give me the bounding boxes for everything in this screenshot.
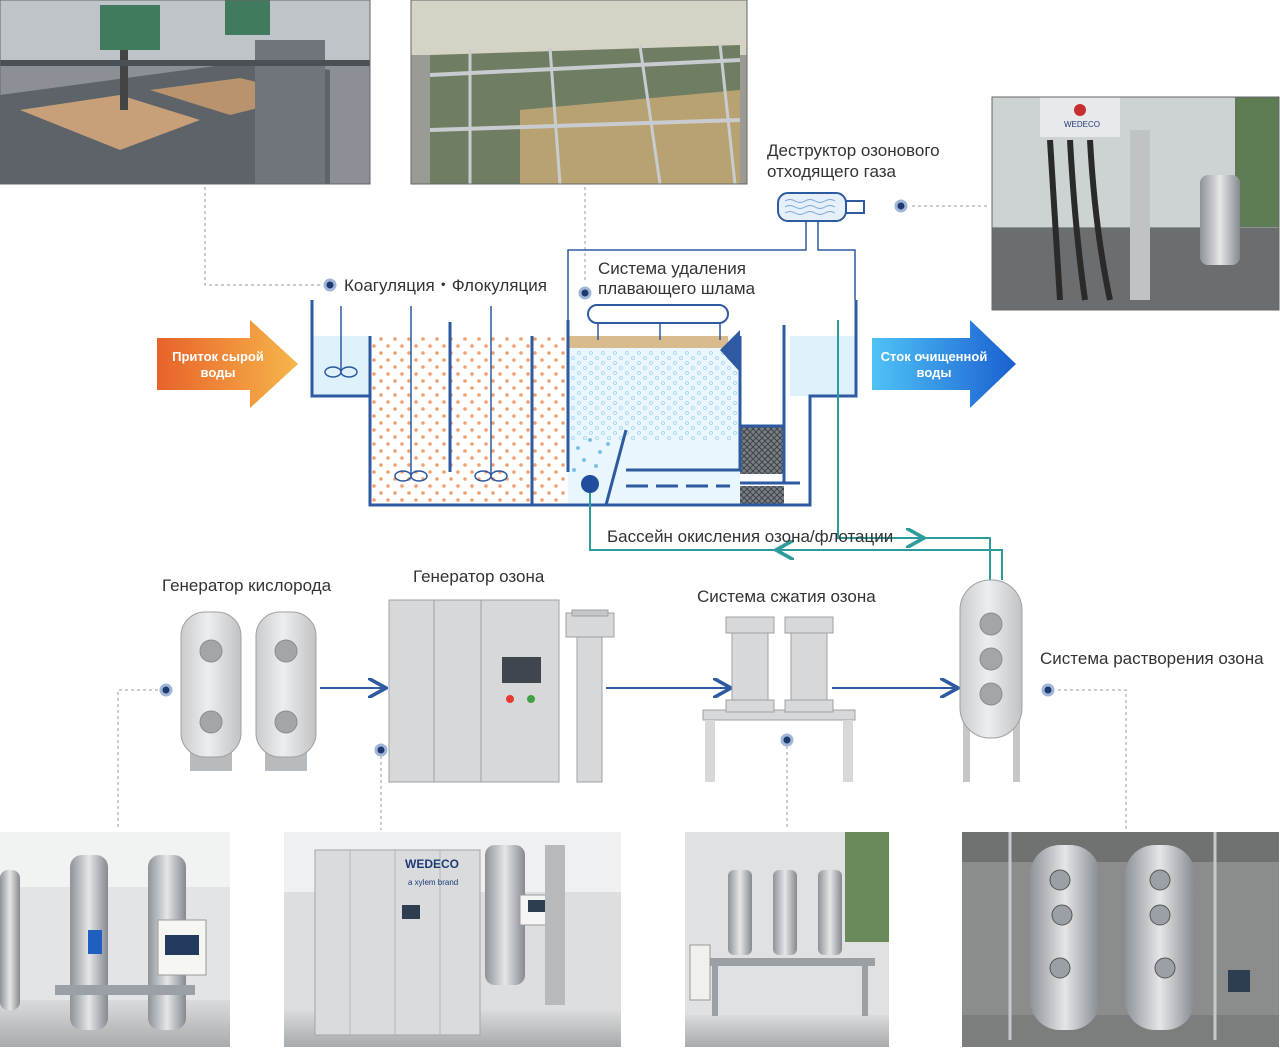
sludge-marker bbox=[578, 286, 592, 300]
dissolution-marker bbox=[1041, 683, 1055, 697]
oxygen-generator-label: Генератор кислорода bbox=[162, 576, 332, 595]
oxygen-generator bbox=[180, 611, 317, 771]
generator-subbrand: a xylem brand bbox=[408, 878, 458, 887]
outflow-label-line1: Сток очищенной bbox=[881, 349, 988, 364]
destructor-label-line1: Деструктор озонового bbox=[767, 141, 940, 160]
destructor-marker bbox=[894, 199, 908, 213]
coagulation-marker bbox=[323, 278, 337, 292]
destructor-label-line2: отходящего газа bbox=[767, 162, 897, 181]
generator-brand: WEDECO bbox=[405, 857, 459, 871]
ozone-generator-marker bbox=[374, 743, 388, 757]
ozone-generator bbox=[388, 599, 615, 783]
sludge-label-line2: плавающего шлама bbox=[598, 279, 756, 298]
ozone-dissolution-vessel bbox=[959, 579, 1023, 782]
ozone-generator-photo: WEDECO a xylem brand bbox=[284, 832, 621, 1047]
flotation-tank-photo bbox=[410, 0, 748, 185]
sludge-label-line1: Система удаления bbox=[598, 259, 746, 278]
outflow-label-line2: воды bbox=[917, 365, 952, 380]
ozone-recirculation-lines bbox=[589, 320, 1003, 580]
inflow-label-line1: Приток сырой bbox=[172, 349, 264, 364]
coagulation-label: Коагуляция・Флокуляция bbox=[344, 276, 547, 295]
wedeco-sign: WEDECO bbox=[1064, 120, 1100, 129]
ozone-destructor-photo: WEDECO bbox=[991, 96, 1280, 311]
flotation-pool-label: Бассейн окисления озона/флотации bbox=[607, 527, 893, 546]
oxygen-generator-photo bbox=[0, 832, 230, 1047]
ozone-compression-photo bbox=[685, 832, 889, 1047]
raw-water-inflow-arrow: Приток сырой воды bbox=[157, 320, 298, 408]
ozone-compression-label: Система сжатия озона bbox=[697, 587, 876, 606]
leader-lines-top bbox=[204, 187, 988, 286]
coagulation-tanks-photo bbox=[0, 0, 371, 185]
ozone-compression-unit bbox=[702, 616, 856, 782]
inflow-label-line2: воды bbox=[201, 365, 236, 380]
compression-marker bbox=[780, 733, 794, 747]
treated-water-outflow-arrow: Сток очищенной воды bbox=[872, 320, 1016, 408]
ozone-generator-label: Генератор озона bbox=[413, 567, 545, 586]
treatment-tank bbox=[310, 300, 858, 507]
oxygen-generator-marker bbox=[159, 683, 173, 697]
leader-lines-bottom bbox=[117, 689, 1127, 830]
ozone-dissolution-photo bbox=[962, 832, 1279, 1047]
destructor-unit bbox=[567, 192, 865, 320]
ozone-dissolution-label: Система растворения озона bbox=[1040, 649, 1264, 668]
